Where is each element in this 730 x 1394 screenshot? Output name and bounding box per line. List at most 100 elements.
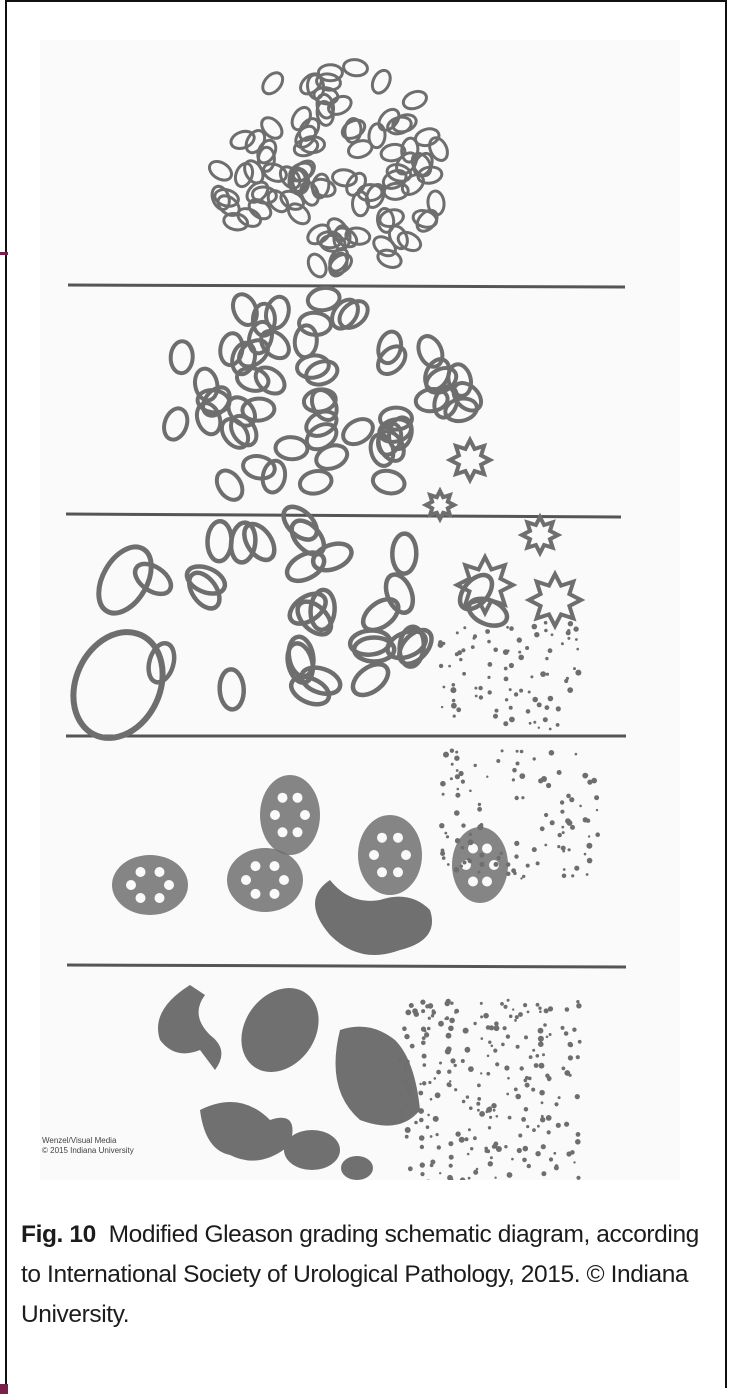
cribriform-lumen (270, 889, 280, 899)
cribriform-nest (260, 775, 320, 855)
cribriform-lumen (251, 861, 261, 871)
single-cell (420, 1000, 425, 1005)
single-cell (442, 642, 445, 645)
single-cell (547, 1130, 551, 1134)
single-cell (576, 1055, 580, 1059)
single-cell (454, 1009, 459, 1014)
single-cell (450, 1002, 453, 1005)
single-cell (422, 1081, 426, 1085)
gland (212, 466, 248, 505)
single-cell (556, 1123, 561, 1128)
single-cell (544, 844, 547, 847)
single-cell (484, 1147, 488, 1151)
single-cell (519, 773, 525, 779)
single-cell (523, 1146, 529, 1152)
single-cell (461, 846, 465, 850)
cribriform-lumen (393, 867, 403, 877)
single-cell (443, 752, 449, 758)
single-cell (549, 728, 552, 731)
single-cell (561, 642, 564, 645)
irregular-gland (529, 574, 581, 626)
single-cell (461, 823, 465, 827)
single-cell (409, 1003, 414, 1008)
single-cell (520, 877, 522, 879)
single-cell (485, 629, 490, 634)
single-cell (506, 872, 510, 876)
single-cell (536, 1054, 540, 1058)
single-cell (453, 715, 456, 718)
single-cell (528, 691, 531, 694)
single-cell (548, 696, 554, 702)
cribriform-nest (112, 855, 188, 915)
cribriform-lumen (377, 867, 387, 877)
gland (371, 468, 407, 497)
single-cell (422, 1054, 427, 1059)
gland (383, 182, 409, 200)
single-cell (405, 1010, 411, 1016)
single-cell (447, 1082, 452, 1087)
gland (332, 169, 358, 187)
single-cell (509, 717, 515, 723)
gland (375, 247, 403, 271)
single-cell (419, 1135, 425, 1141)
single-cell (463, 861, 467, 865)
single-cell (564, 1031, 569, 1036)
cribriform-lumen (241, 875, 251, 885)
single-cell (418, 1091, 423, 1096)
single-cell (426, 1180, 431, 1181)
single-cell (487, 1055, 490, 1058)
single-cell (414, 1121, 418, 1125)
single-cell (561, 826, 564, 829)
single-cell (575, 1094, 580, 1099)
single-cell (488, 690, 492, 694)
single-cell (422, 1036, 426, 1040)
divider-line (68, 285, 625, 287)
divider-line (67, 965, 626, 967)
single-cell (439, 664, 443, 668)
single-cell (486, 776, 488, 778)
single-cell (481, 1037, 484, 1040)
single-cell (493, 1049, 497, 1053)
single-cell (466, 1095, 469, 1098)
single-cell (430, 1098, 433, 1101)
single-cell (449, 1155, 454, 1160)
single-cell (491, 1045, 494, 1048)
single-cell (489, 1116, 492, 1119)
single-cell (521, 796, 524, 799)
single-cell (565, 818, 571, 824)
single-cell (473, 1022, 476, 1025)
single-cell (479, 853, 484, 858)
single-cell (514, 854, 518, 858)
single-cell (403, 1067, 407, 1071)
single-cell (518, 655, 524, 661)
single-cell (535, 1151, 540, 1156)
single-cell (426, 1125, 430, 1129)
single-cell (516, 1045, 520, 1049)
single-cell (447, 1070, 451, 1074)
gland (454, 569, 498, 615)
single-cell (451, 703, 457, 709)
single-cell (511, 1158, 514, 1161)
single-cell (575, 753, 578, 756)
single-cell (448, 1026, 454, 1032)
single-cell (445, 1049, 451, 1055)
single-cell (474, 687, 477, 690)
single-cell (437, 1145, 441, 1149)
single-cell (526, 709, 531, 714)
single-cell (519, 689, 523, 693)
single-cell (527, 1164, 531, 1168)
page-accent-mark-bottom (0, 1384, 8, 1394)
single-cell (505, 698, 508, 701)
single-cell (509, 688, 512, 691)
single-cell (562, 831, 565, 834)
single-cell (479, 695, 483, 699)
single-cell (524, 1107, 529, 1112)
single-cell (588, 835, 590, 837)
single-cell (455, 793, 460, 798)
single-cell (529, 1055, 533, 1059)
single-cell (461, 780, 465, 784)
single-cell (399, 1112, 404, 1117)
single-cell (558, 1096, 561, 1099)
single-cell (562, 850, 565, 853)
single-cell (446, 1033, 452, 1039)
